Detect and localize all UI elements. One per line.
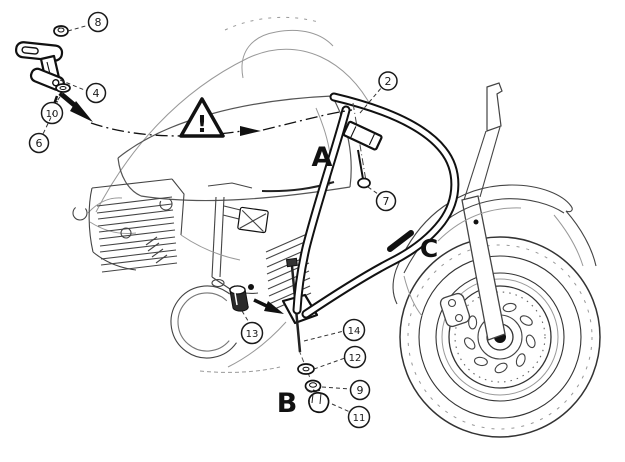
engine	[72, 178, 312, 359]
engine-guard-bar	[292, 92, 460, 319]
callout-8: 8	[67, 11, 109, 33]
mount-bracket-4	[14, 41, 65, 92]
callout-4: 4	[59, 79, 107, 104]
clamp-bolt-head	[357, 177, 371, 189]
svg-text:2: 2	[385, 75, 392, 88]
svg-text:6: 6	[36, 137, 43, 150]
fork-clamp-stub	[387, 230, 414, 252]
nut-9	[304, 379, 322, 393]
svg-text:11: 11	[353, 413, 366, 424]
spacer-arrow	[253, 298, 284, 314]
front-wheel	[399, 236, 601, 438]
callout-2: 2	[359, 71, 398, 114]
svg-text:14: 14	[348, 326, 361, 337]
callout-14: 14	[303, 318, 366, 342]
label-c: C	[420, 234, 438, 263]
svg-text:8: 8	[95, 16, 102, 29]
svg-text:9: 9	[357, 384, 364, 397]
label-b: B	[277, 388, 298, 419]
brake-disc	[448, 285, 552, 389]
front-fork	[461, 82, 506, 341]
callout-6: 6	[28, 110, 55, 154]
svg-text:10: 10	[46, 109, 59, 120]
brake-caliper	[439, 292, 471, 328]
washer-10	[55, 83, 71, 93]
warning-triangle: !	[179, 97, 225, 138]
cap-11	[308, 392, 330, 414]
callout-10: 10	[40, 90, 65, 125]
svg-text:7: 7	[383, 195, 390, 208]
fairing-outline	[87, 16, 373, 234]
spacer-13	[229, 285, 249, 312]
svg-text:13: 13	[246, 329, 259, 340]
callout-13: 13	[240, 310, 264, 345]
axis-centerline	[90, 109, 353, 137]
warning-symbol: !	[197, 112, 208, 138]
svg-text:12: 12	[349, 353, 362, 364]
placement-arrow	[58, 91, 93, 122]
callout-9: 9	[321, 379, 371, 401]
callout-11: 11	[331, 403, 371, 429]
svg-text:4: 4	[93, 87, 100, 100]
left-cylinder-fins	[96, 196, 178, 273]
washer-12	[297, 363, 315, 375]
callout-12: 12	[313, 345, 367, 370]
upper-clamp	[342, 102, 383, 189]
callout-7: 7	[367, 186, 397, 212]
nut-8	[53, 25, 69, 37]
label-a: A	[312, 142, 333, 173]
frame-tubes	[207, 182, 269, 294]
